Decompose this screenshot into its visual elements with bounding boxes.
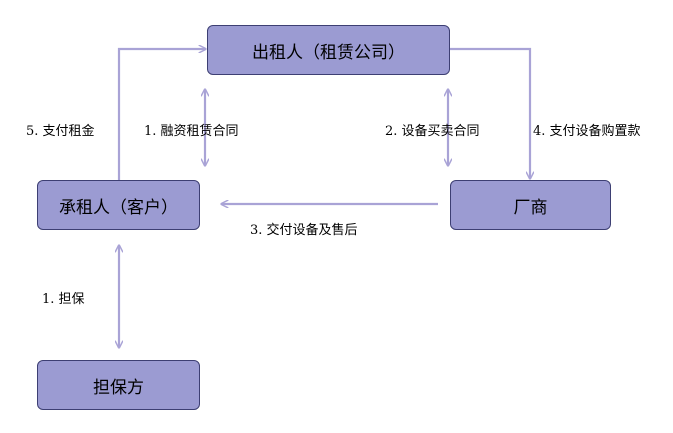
edge-pay-equipment-arrow [450,47,530,178]
label-pay-equipment: 4. 支付设备购置款 [533,124,641,139]
label-finance-lease-contract: 1. 融资租赁合同 [144,124,239,139]
vendor-node: 厂商 [450,180,611,230]
edge-pay-rent-arrow [117,49,205,180]
lessor-node: 出租人（租赁公司） [207,25,450,75]
label-guarantee: 1. 担保 [42,292,85,307]
label-purchase-contract: 2. 设备买卖合同 [385,124,480,139]
label-pay-rent: 5. 支付租金 [26,124,95,139]
guarantor-node: 担保方 [37,360,200,410]
label-deliver-equipment: 3. 交付设备及售后 [250,223,358,238]
lessee-node: 承租人（客户） [37,180,200,230]
